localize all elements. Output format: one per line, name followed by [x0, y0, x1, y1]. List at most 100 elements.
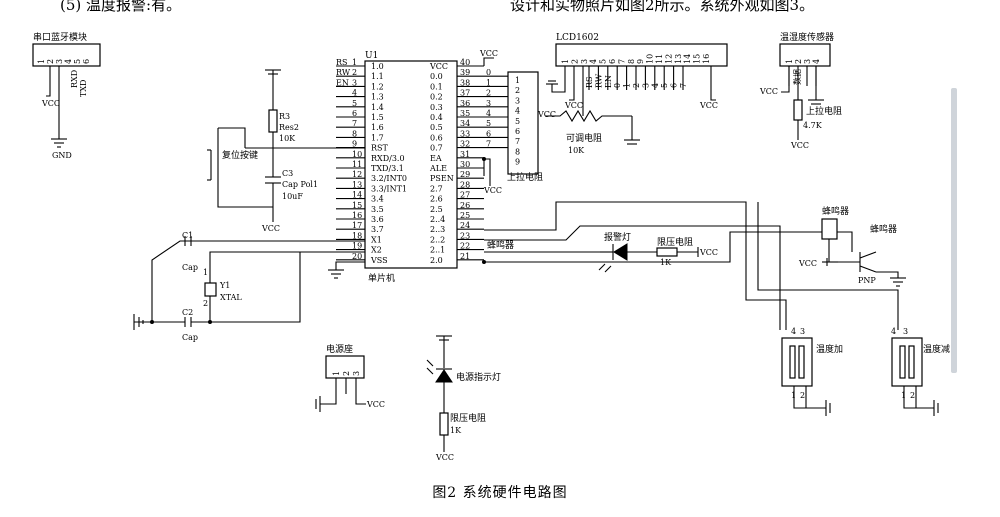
sensor-vcc-left: VCC — [759, 87, 778, 96]
c2-ref: C2 — [182, 308, 193, 317]
power-led-r-label: 限压电阻 — [450, 412, 486, 424]
mcu-pin-net: 7 — [486, 140, 491, 149]
mcu-pin-function: 1.0 — [371, 62, 384, 71]
mcu-pin-number: 20 — [352, 252, 362, 261]
mcu-pin-function: 1.5 — [371, 113, 384, 122]
sensor-pin-number: 1 — [785, 59, 794, 64]
mcu-pin-number: 6 — [352, 109, 357, 118]
lcd-pin-number: 10 — [646, 54, 655, 64]
mcu-pin-function: 2.7 — [430, 184, 443, 193]
clipped-header-text: (5) 温度报警:有。 设计和实物照片如图2所示。系统外观如图3。 — [0, 0, 1000, 14]
key-plus-pin3: 3 — [800, 327, 805, 336]
pullup-pin-number: 5 — [515, 117, 520, 126]
figure-caption: 图2 系统硬件电路图 — [432, 485, 568, 501]
mcu-pin-number: 7 — [352, 119, 357, 128]
pullup-bus-box — [507, 71, 539, 175]
lcd-signal-label: 2 — [632, 83, 641, 88]
reset-resistor — [268, 109, 278, 133]
mcu-pin-number: 13 — [352, 180, 362, 189]
sensor-vcc-bottom: VCC — [790, 141, 809, 150]
power-socket-vcc: VCC — [366, 400, 385, 409]
lcd-vcc-2: VCC — [537, 110, 556, 119]
reset-c-value: 10uF — [282, 192, 303, 201]
lcd-pin-number: 1 — [561, 59, 570, 64]
mcu-pin-function: RXD/3.0 — [371, 154, 405, 163]
mcu-pin-function: 0.3 — [430, 103, 443, 112]
mcu-pin-number: 3 — [352, 78, 357, 87]
mcu-pin-function: 3.6 — [371, 215, 384, 224]
mcu-pin-number: 9 — [352, 140, 357, 149]
header-fragment-right: 设计和实物照片如图2所示。系统外观如图3。 — [510, 0, 815, 14]
lcd-pin-number: 8 — [627, 59, 636, 64]
mcu-pin-function: 1.7 — [371, 133, 384, 142]
reset-c-name: Cap Pol1 — [282, 180, 318, 189]
lcd-pin-number: 14 — [683, 54, 692, 64]
key-minus-body — [891, 337, 923, 387]
bluetooth-title: 串口蓝牙模块 — [33, 31, 87, 43]
header-fragment-left: (5) 温度报警:有。 — [60, 0, 182, 14]
lcd-pot-label: 可调电阻 — [566, 132, 602, 144]
wire-temp-plus — [484, 201, 787, 330]
pullup-pin-number: 2 — [515, 86, 520, 95]
mcu-pin-net: 5 — [486, 119, 491, 128]
lcd-pin-number: 11 — [655, 54, 664, 64]
mcu-pin-number: 28 — [460, 180, 470, 189]
bluetooth-txd: TXD — [79, 80, 88, 97]
mcu-pin-number: 33 — [460, 129, 470, 138]
bluetooth-pin-number: 4 — [64, 59, 73, 64]
mcu-pin-function: X2 — [371, 246, 382, 255]
bluetooth-gnd: GND — [52, 151, 72, 160]
mcu-pin-number: 15 — [352, 201, 362, 210]
mcu-pin-function: 1.6 — [371, 123, 384, 132]
mcu-pin-number: 4 — [352, 89, 357, 98]
sensor-pin-number: 3 — [803, 59, 812, 64]
sensor-body — [779, 43, 831, 67]
alarm-r-label: 限压电阻 — [657, 236, 693, 248]
mcu-pin-number: 27 — [460, 191, 470, 200]
vertical-scrollbar[interactable] — [951, 88, 957, 373]
mcu-pin-function: X1 — [371, 235, 382, 244]
mcu-pin-number: 40 — [460, 58, 470, 67]
key-minus-pin3: 3 — [903, 327, 908, 336]
sensor-pin-number: 4 — [812, 59, 821, 64]
mcu-body — [364, 60, 458, 269]
key-temp-minus: 4 3 1 2 温度减 — [891, 327, 950, 416]
pullup-pin-number: 3 — [515, 96, 520, 105]
lcd-signal-label: 1 — [623, 83, 632, 88]
reset-r-name: Res2 — [279, 123, 299, 132]
mcu-pin-net: 6 — [486, 129, 491, 138]
reset-vcc: VCC — [261, 224, 280, 233]
lcd-pin-number: 9 — [636, 59, 645, 64]
pullup-pin-number: 6 — [515, 127, 520, 136]
mcu-pin-net: EN — [336, 78, 349, 87]
power-socket-pin-number: 1 — [332, 371, 341, 376]
sensor-pullup-value: 4.7K — [803, 121, 823, 130]
mcu-pin-function: 0.4 — [430, 113, 443, 122]
buzzer-vcc: VCC — [798, 259, 817, 268]
mcu-pin-number: 19 — [352, 242, 362, 251]
mcu-pin-number: 36 — [460, 99, 470, 108]
alarm-r-value: 1K — [660, 258, 672, 267]
pullup-pin-number: 7 — [515, 137, 520, 146]
mcu-pin-function: 3.3/INT1 — [371, 184, 407, 193]
mcu-pin-function: 2.6 — [430, 195, 443, 204]
mcu-pin-function: 3.7 — [371, 225, 384, 234]
power-led — [435, 369, 453, 383]
pnp-type: PNP — [858, 276, 876, 285]
mcu-pin-function: 1.2 — [371, 82, 384, 91]
power-led-vcc: VCC — [435, 453, 454, 462]
lcd-vcc-3: VCC — [699, 101, 718, 110]
pullup-wire — [484, 158, 491, 186]
bt-vcc-wire — [46, 66, 51, 97]
mcu-pin-net: 1 — [486, 78, 491, 87]
mcu-pin-number: 22 — [460, 242, 470, 251]
mcu-pin-function: VSS — [370, 256, 388, 265]
alarm-buzzer-net: 蜂鸣器 — [487, 239, 514, 251]
mcu-pin-number: 12 — [352, 170, 362, 179]
